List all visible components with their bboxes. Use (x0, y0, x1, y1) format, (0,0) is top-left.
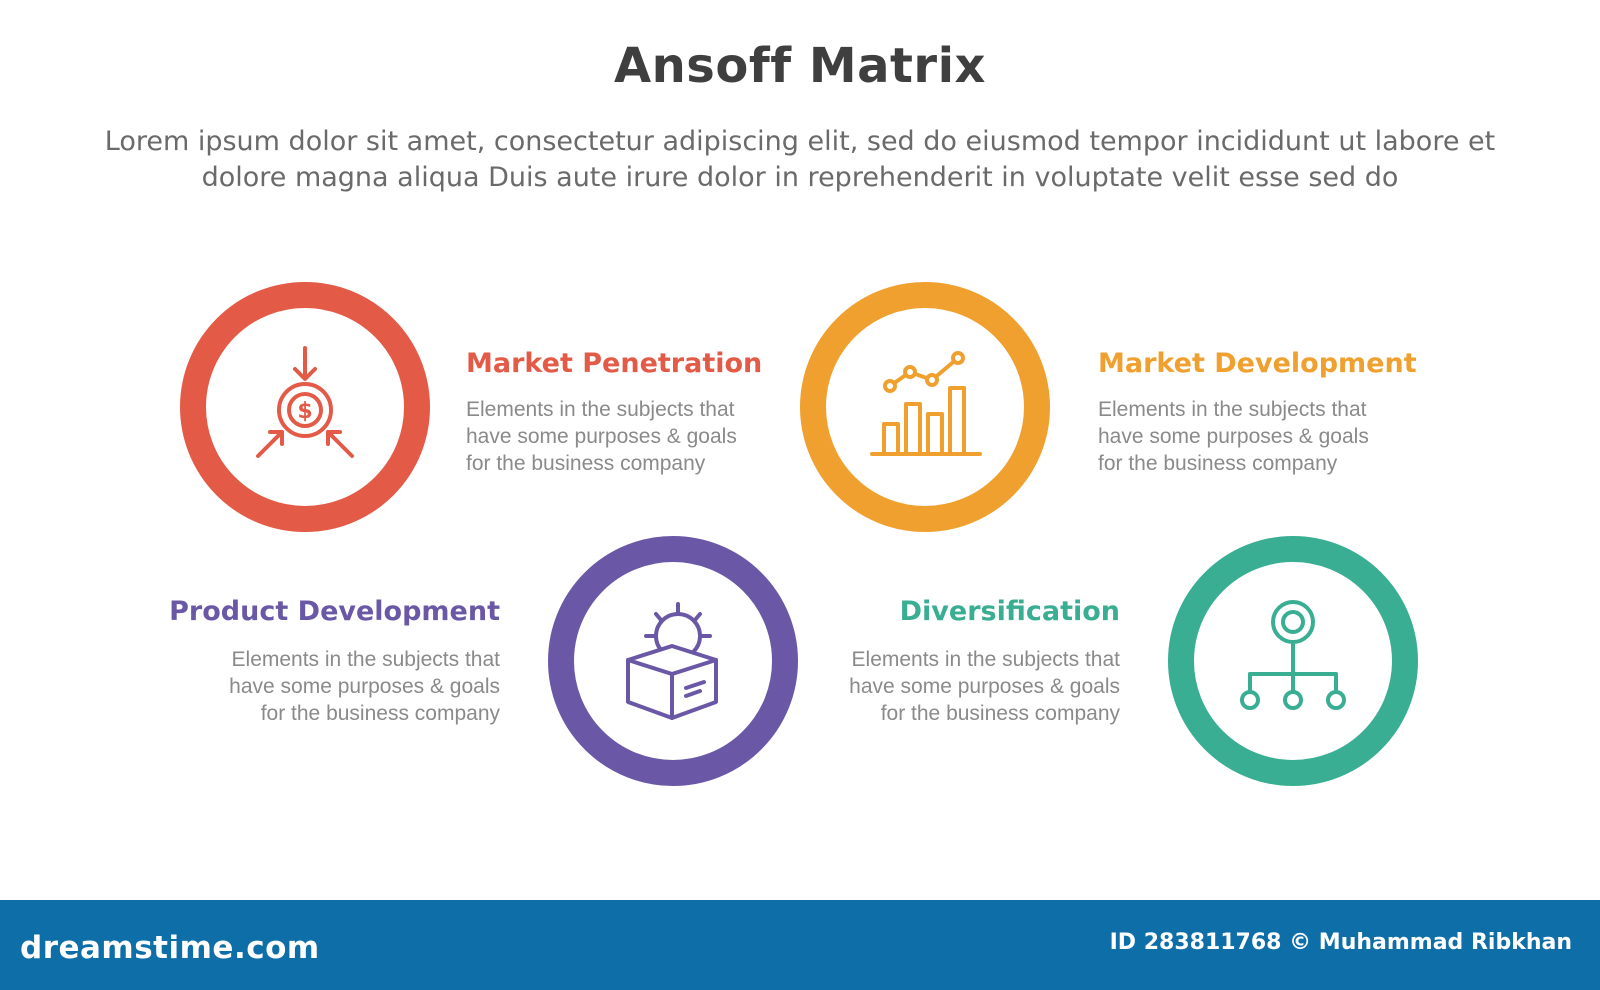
ring-product-development (548, 536, 798, 786)
item-title-market-penetration: Market Penetration (466, 348, 763, 379)
item-title-diversification: Diversification (899, 596, 1120, 627)
page-title: Ansoff Matrix (613, 38, 987, 94)
desc-line: for the business company (466, 452, 706, 475)
image-credit: ID 283811768 © Muhammad Ribkhan (1109, 930, 1572, 955)
desc-line: have some purposes & goals (466, 425, 737, 448)
footer-bar: dreamstime.com ID 283811768 © Muhammad R… (0, 900, 1600, 990)
desc-line: Elements in the subjects that (466, 398, 735, 421)
item-title-market-development: Market Development (1098, 348, 1417, 379)
product-box-gear-icon (626, 602, 718, 720)
growth-chart-icon (870, 351, 982, 456)
item-desc-diversification: Elements in the subjects that have some … (800, 646, 1120, 727)
svg-text:$: $ (297, 399, 312, 424)
ring-market-development (800, 282, 1050, 532)
desc-line: have some purposes & goals (849, 675, 1120, 698)
desc-line: have some purposes & goals (229, 675, 500, 698)
ring-diversification (1168, 536, 1418, 786)
brand-logo: dreamstime.com (20, 930, 320, 966)
page-subtitle: Lorem ipsum dolor sit amet, consectetur … (104, 126, 1496, 193)
money-target-icon: $ (256, 346, 354, 458)
desc-line: Elements in the subjects that (231, 648, 500, 671)
ring-market-penetration: $ (180, 282, 430, 532)
item-desc-market-penetration: Elements in the subjects that have some … (466, 396, 786, 477)
desc-line: for the business company (260, 702, 500, 725)
desc-line: for the business company (880, 702, 1120, 725)
desc-line: have some purposes & goals (1098, 425, 1369, 448)
item-title-product-development: Product Development (169, 596, 500, 627)
item-desc-market-development: Elements in the subjects that have some … (1098, 396, 1418, 477)
hierarchy-network-icon (1240, 600, 1346, 710)
desc-line: Elements in the subjects that (1098, 398, 1367, 421)
desc-line: Elements in the subjects that (851, 648, 1120, 671)
desc-line: for the business company (1098, 452, 1338, 475)
item-desc-product-development: Elements in the subjects that have some … (180, 646, 500, 727)
